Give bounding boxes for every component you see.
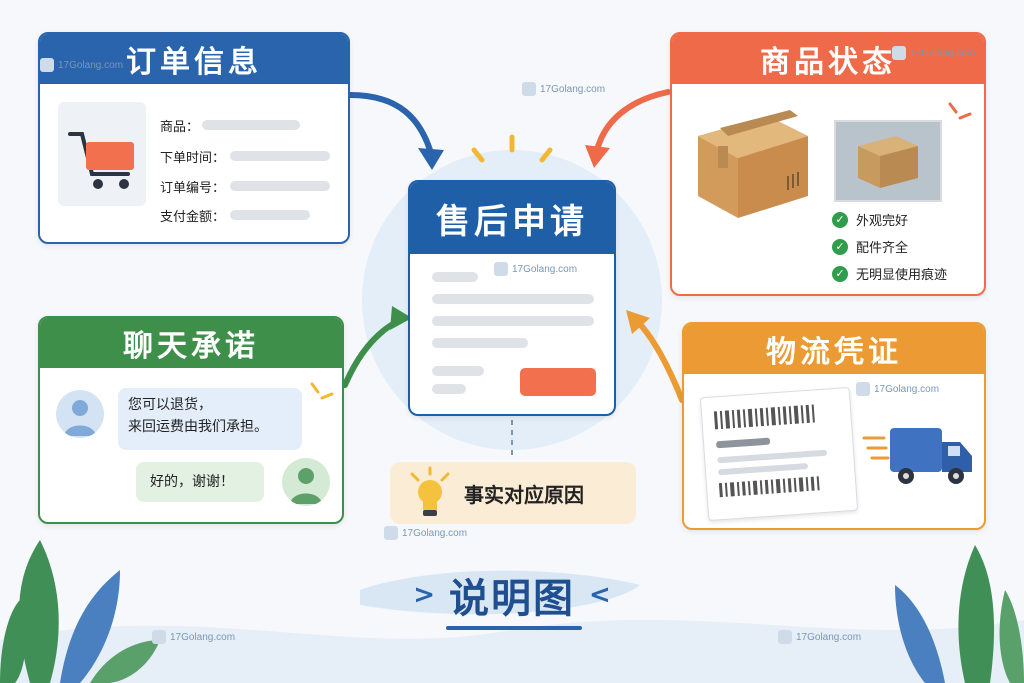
seller-avatar xyxy=(56,390,104,438)
watermark-logo-icon xyxy=(892,46,906,60)
caption: > 说明图 < xyxy=(392,560,632,630)
buyer-message-bubble: 好的，谢谢！ xyxy=(136,462,264,502)
logistics-card: 物流凭证 xyxy=(682,322,986,530)
package-photo-icon xyxy=(858,136,918,188)
form-line xyxy=(432,294,594,304)
order-info-title: 订单信息 xyxy=(40,34,348,84)
delivery-truck-icon xyxy=(862,428,972,484)
cart-icon-tile xyxy=(58,102,146,206)
check-item-label: 配件齐全 xyxy=(856,241,909,256)
watermark-text: 17Golang.com xyxy=(58,59,124,71)
watermark: 17Golang.com xyxy=(522,82,605,96)
check-icon: ✓ xyxy=(832,265,848,282)
product-status-title: 商品状态 xyxy=(672,34,984,84)
arrow-status-to-center xyxy=(594,89,671,153)
fact-note-text: 事实对应原因 xyxy=(464,482,584,507)
order-field-product-value xyxy=(202,120,300,130)
order-field-time-label: 下单时间： xyxy=(160,151,226,166)
package-box-icon xyxy=(698,110,808,218)
caption-text: 说明图 xyxy=(449,576,575,622)
shopping-cart-icon xyxy=(68,132,134,189)
product-status-card: 商品状态 ✓ 外观完好 ✓ 配件齐全 ✓ 无明显使用痕迹 xyxy=(670,32,986,296)
person-icon xyxy=(290,468,322,504)
buyer-avatar xyxy=(282,458,330,506)
check-icon: ✓ xyxy=(832,211,848,228)
plant-right-decor xyxy=(895,545,1024,683)
watermark-text: 17Golang.com xyxy=(796,631,862,643)
check-item-label: 无明显使用痕迹 xyxy=(856,268,948,283)
seller-message-bubble: 您可以退货， 来回运费由我们承担。 xyxy=(118,388,302,450)
form-line xyxy=(432,316,594,326)
watermark-logo-icon xyxy=(384,526,398,540)
caption-underline xyxy=(446,626,582,630)
watermark-text: 17Golang.com xyxy=(512,263,578,275)
order-field-product-label: 商品： xyxy=(160,120,200,135)
watermark: 17Golang.com xyxy=(384,526,467,540)
after-sales-request-title: 售后申请 xyxy=(410,182,614,254)
order-field-number-label: 订单编号： xyxy=(160,181,226,196)
watermark-logo-icon xyxy=(152,630,166,644)
watermark-logo-icon xyxy=(856,382,870,396)
lightbulb-icon xyxy=(410,466,450,516)
after-sales-request-card: 售后申请 xyxy=(408,180,616,416)
caption-right-chevron-icon: < xyxy=(589,580,611,610)
order-field-number-value xyxy=(230,181,330,191)
submit-button[interactable] xyxy=(520,368,596,396)
watermark: 17Golang.com xyxy=(892,46,975,60)
arrow-logistics-to-center xyxy=(635,319,685,403)
order-field-amount-label: 支付金额： xyxy=(160,210,226,225)
sparkle-icon xyxy=(310,382,334,400)
product-photo xyxy=(834,120,942,202)
watermark: 17Golang.com xyxy=(856,382,939,396)
caption-left-chevron-icon: > xyxy=(413,580,435,610)
check-icon: ✓ xyxy=(832,238,848,255)
check-item-label: 外观完好 xyxy=(856,214,909,229)
check-item-accessories: ✓ 配件齐全 xyxy=(832,237,908,256)
watermark-text: 17Golang.com xyxy=(910,47,976,59)
person-icon xyxy=(64,400,96,436)
chat-promise-title: 聊天承诺 xyxy=(40,318,342,368)
logistics-title: 物流凭证 xyxy=(684,324,984,374)
watermark: 17Golang.com xyxy=(494,262,577,276)
sparkle-icon xyxy=(948,102,972,120)
form-line xyxy=(432,338,528,348)
form-line xyxy=(432,384,466,394)
shipping-label xyxy=(699,386,859,522)
order-field-time-value xyxy=(230,151,330,161)
watermark-text: 17Golang.com xyxy=(874,383,940,395)
arrow-order-to-center xyxy=(347,92,433,153)
order-field-amount-value xyxy=(230,210,310,220)
watermark-text: 17Golang.com xyxy=(402,527,468,539)
order-info-card: 订单信息 商品： 下单时间： 订单编号： 支付金额： xyxy=(38,32,350,244)
watermark-logo-icon xyxy=(778,630,792,644)
watermark-logo-icon xyxy=(494,262,508,276)
watermark: 17Golang.com xyxy=(778,630,861,644)
chat-promise-card: 聊天承诺 您可以退货， 来回运费由我们承担。 好的，谢谢！ xyxy=(38,316,344,524)
plant-left-decor xyxy=(0,540,160,683)
seller-message-line-1: 您可以退货， xyxy=(128,397,212,413)
form-line xyxy=(432,366,484,376)
barcode-icon xyxy=(713,404,828,498)
watermark: 17Golang.com xyxy=(152,630,235,644)
watermark-logo-icon xyxy=(40,58,54,72)
watermark: 17Golang.com xyxy=(40,58,123,72)
check-item-no-use: ✓ 无明显使用痕迹 xyxy=(832,264,947,283)
watermark-text: 17Golang.com xyxy=(540,83,606,95)
seller-message-line-2: 来回运费由我们承担。 xyxy=(128,419,268,435)
watermark-logo-icon xyxy=(522,82,536,96)
check-item-appearance: ✓ 外观完好 xyxy=(832,210,908,229)
fact-note: 事实对应原因 xyxy=(390,462,636,524)
watermark-text: 17Golang.com xyxy=(170,631,236,643)
form-line xyxy=(432,272,478,282)
